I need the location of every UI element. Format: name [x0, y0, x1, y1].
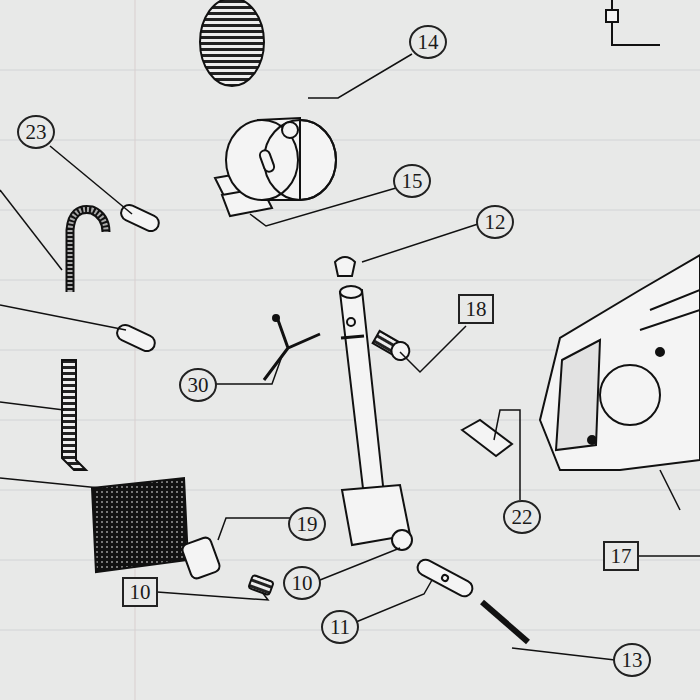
callout-number: 11: [321, 610, 359, 644]
part-drawings-part: [341, 336, 364, 338]
part-drawings-part: [388, 339, 413, 364]
part-drawings-part: [70, 209, 106, 292]
part-drawings: [62, 0, 700, 642]
leader-lines-part: [400, 326, 466, 372]
part-drawings-part: [612, 0, 660, 45]
callout-number: 19: [288, 507, 326, 541]
callout-number: 12: [476, 205, 514, 239]
part-drawings-part: [264, 120, 336, 200]
leader-lines-part: [0, 190, 62, 270]
part-drawings-part: [462, 420, 512, 456]
leader-lines-part: [320, 548, 400, 580]
leader-lines-part: [494, 410, 520, 500]
paper-ruling-part: [0, 280, 700, 281]
part-drawings-part: [606, 10, 618, 22]
callout-number: 13: [613, 643, 651, 677]
leader-lines-part: [0, 305, 126, 330]
part-drawings-part: [556, 340, 600, 450]
part-drawings-part: [114, 322, 157, 353]
part-drawings-part: [482, 602, 528, 642]
leader-lines-part: [157, 592, 268, 600]
leader-lines-part: [218, 518, 290, 540]
part-drawings-part: [441, 574, 449, 582]
leader-lines-part: [50, 146, 132, 214]
leader-lines-part: [638, 555, 700, 557]
callout-number: 18: [458, 294, 494, 324]
part-drawings-part: [347, 318, 355, 326]
part-drawings-part: [588, 436, 596, 444]
callout-number: 14: [409, 25, 447, 59]
paper-ruling-part: [0, 70, 700, 71]
part-drawings-part: [392, 530, 412, 550]
paper-ruling-part: [0, 140, 700, 141]
paper-ruling-part: [0, 210, 700, 211]
part-drawings-part: [92, 478, 188, 572]
leader-lines: [0, 54, 700, 660]
part-drawings-part: [335, 257, 355, 276]
part-drawings-part: [226, 120, 298, 200]
part-drawings-part: [248, 575, 273, 596]
callout-number: 10: [283, 566, 321, 600]
callout-number: 10: [122, 577, 158, 607]
leader-lines-part: [308, 54, 412, 98]
leader-lines-part: [0, 402, 64, 410]
callout-number: 22: [503, 500, 541, 534]
part-drawings-part: [70, 209, 106, 292]
part-drawings-part: [640, 290, 700, 330]
part-drawings-part: [264, 320, 320, 380]
callout-number: 30: [179, 368, 217, 402]
leader-lines-part: [356, 580, 432, 622]
part-drawings-part: [273, 315, 279, 321]
part-drawings-part: [282, 122, 298, 138]
part-drawings-part: [181, 536, 222, 580]
callout-number: 15: [393, 164, 431, 198]
leader-lines-part: [660, 470, 680, 510]
callout-number: 23: [17, 115, 55, 149]
callout-number: 17: [603, 541, 639, 571]
part-drawings-part: [540, 255, 700, 470]
leader-lines-part: [216, 356, 282, 384]
part-drawings-part: [118, 202, 161, 233]
part-drawings-part: [340, 290, 384, 497]
leader-lines-part: [512, 648, 615, 660]
part-drawings-part: [600, 365, 660, 425]
part-drawings-part: [62, 360, 86, 470]
part-drawings-part: [340, 286, 362, 298]
leader-lines-part: [362, 224, 478, 262]
part-drawings-part: [656, 348, 664, 356]
part-drawings-part: [259, 149, 276, 173]
leader-lines-part: [250, 188, 396, 226]
part-drawings-part: [200, 0, 264, 86]
leader-lines-part: [0, 478, 100, 488]
